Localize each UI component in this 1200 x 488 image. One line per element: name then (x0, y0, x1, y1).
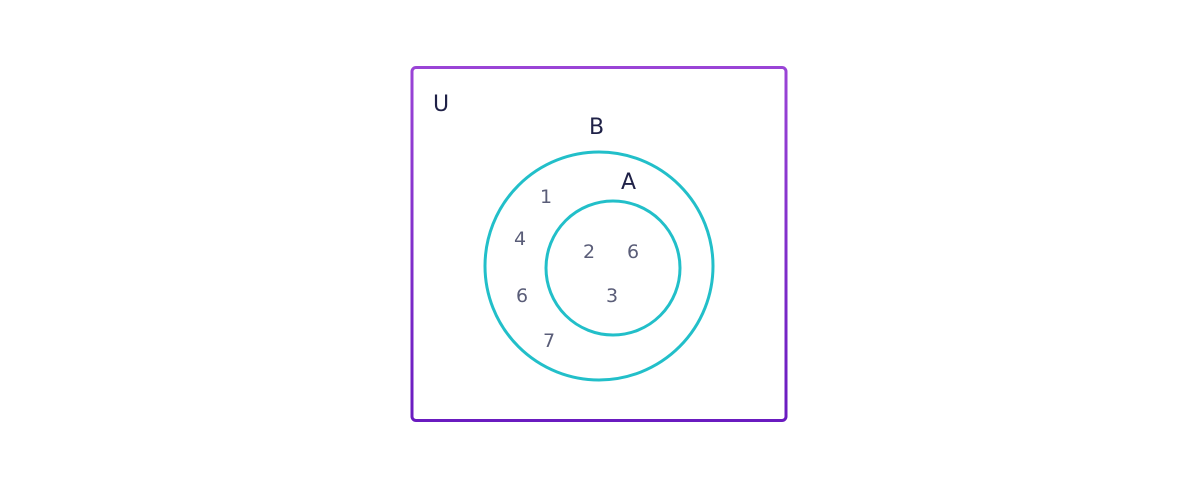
set-b-label: B (589, 115, 604, 140)
element-b-7: 7 (543, 330, 555, 352)
element-a-3: 3 (606, 285, 618, 307)
element-b-6: 6 (516, 285, 528, 307)
set-a-circle (544, 199, 682, 337)
element-b-1: 1 (540, 186, 552, 208)
set-a-label: A (621, 170, 636, 195)
element-a-2: 2 (583, 241, 595, 263)
set-b-circle (483, 150, 715, 382)
element-b-4: 4 (514, 228, 526, 250)
universe-label: U (433, 92, 449, 117)
universe-rectangle (410, 66, 788, 422)
element-a-6: 6 (627, 241, 639, 263)
